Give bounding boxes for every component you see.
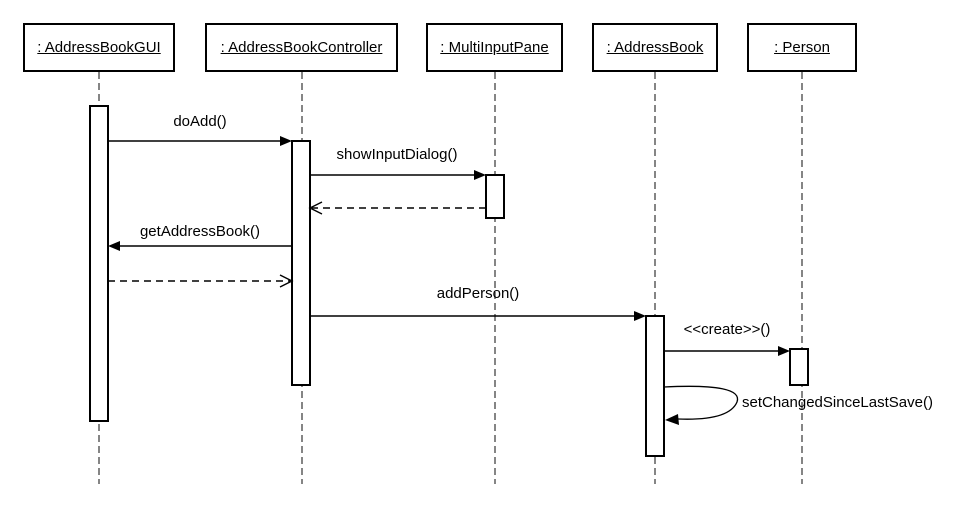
object-label: : AddressBookGUI — [37, 39, 161, 56]
activation-addressbookgui — [89, 105, 109, 422]
object-box-addressbookgui: : AddressBookGUI — [23, 23, 175, 72]
message-label-create: <<create>>() — [683, 321, 771, 338]
object-box-multiinputpane: : MultiInputPane — [426, 23, 563, 72]
object-label: : MultiInputPane — [440, 39, 549, 56]
activation-multiinputpane — [485, 174, 505, 219]
object-label: : AddressBook — [606, 39, 704, 56]
message-arrow-create — [664, 346, 790, 356]
self-message-arrow-setchangedsincelastsave — [663, 385, 739, 425]
message-arrow-doadd — [108, 136, 292, 146]
object-box-person: : Person — [747, 23, 857, 72]
object-label: : Person — [774, 39, 830, 56]
message-arrow-getaddressbook — [108, 241, 292, 251]
object-box-addressbook: : AddressBook — [592, 23, 718, 72]
message-label-setchangedsincelastsave: setChangedSinceLastSave() — [742, 394, 933, 411]
activation-person — [789, 348, 809, 386]
return-arrow-multiinputpane — [308, 201, 486, 215]
message-label-getaddressbook: getAddressBook() — [139, 223, 261, 240]
message-label-doadd: doAdd() — [173, 113, 227, 130]
message-arrow-addperson — [310, 311, 646, 321]
message-arrow-showinputdialog — [310, 170, 486, 180]
object-box-addressbookcontroller: : AddressBookController — [205, 23, 398, 72]
message-label-showinputdialog: showInputDialog() — [336, 146, 458, 163]
activation-addressbookcontroller — [291, 140, 311, 386]
message-label-addperson: addPerson() — [436, 285, 520, 302]
object-label: : AddressBookController — [220, 39, 383, 56]
activation-addressbook — [645, 315, 665, 457]
return-arrow-getaddressbook — [108, 274, 294, 288]
